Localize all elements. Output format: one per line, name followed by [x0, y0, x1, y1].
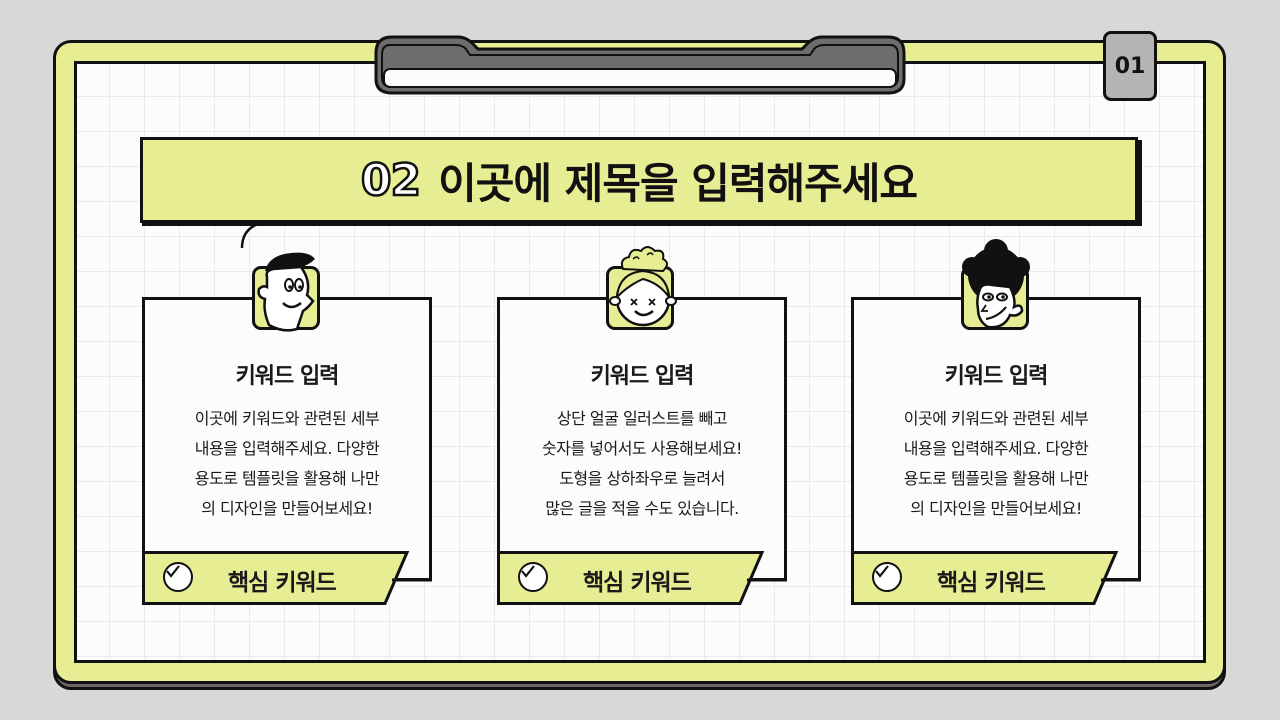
- card-body: 이곳에 키워드와 관련된 세부 내용을 입력해주세요. 다양한 용도로 템플릿을…: [903, 409, 1089, 518]
- curly-hair-face-icon: [961, 239, 1030, 330]
- check-circle-icon: [518, 562, 548, 592]
- keyword-card-1: 키워드 입력 이곳에 키워드와 관련된 세부 내용을 입력해주세요. 다양한 용…: [142, 297, 432, 581]
- keyword-card-3: 키워드 입력 이곳에 키워드와 관련된 세부 내용을 입력해주세요. 다양한 용…: [851, 297, 1141, 581]
- man-face-icon: [252, 252, 320, 332]
- card-body: 이곳에 키워드와 관련된 세부 내용을 입력해주세요. 다양한 용도로 템플릿을…: [194, 409, 380, 518]
- check-circle-icon: [163, 562, 193, 592]
- keyword-label: 핵심 키워드: [583, 570, 692, 596]
- title-bar: 02 이곳에 제목을 입력해주세요: [140, 137, 1138, 223]
- keyword-label: 핵심 키워드: [228, 570, 337, 596]
- title-number: 02: [360, 153, 423, 207]
- card-title: 키워드 입력: [235, 364, 340, 389]
- speech-tail-icon: [240, 222, 259, 249]
- keyword-label: 핵심 키워드: [937, 570, 1046, 596]
- keyword-card-2: 키워드 입력 상단 얼굴 일러스트를 빼고 숫자를 넣어서도 사용해보세요! 도…: [497, 297, 787, 581]
- check-circle-icon: [872, 562, 902, 592]
- clipboard-clip-icon: [374, 35, 906, 95]
- keyword-tag-1: 핵심 키워드: [142, 551, 432, 605]
- page-title: 이곳에 제목을 입력해주세요: [438, 158, 918, 208]
- card-title: 키워드 입력: [944, 364, 1049, 389]
- card-body: 상단 얼굴 일러스트를 빼고 숫자를 넣어서도 사용해보세요! 도형을 상하좌우…: [542, 409, 742, 518]
- card-title: 키워드 입력: [590, 364, 695, 389]
- page-number-badge: 01: [1103, 31, 1157, 101]
- keyword-tag-2: 핵심 키워드: [497, 551, 787, 605]
- woman-face-icon: [606, 246, 677, 330]
- keyword-tag-3: 핵심 키워드: [851, 551, 1141, 605]
